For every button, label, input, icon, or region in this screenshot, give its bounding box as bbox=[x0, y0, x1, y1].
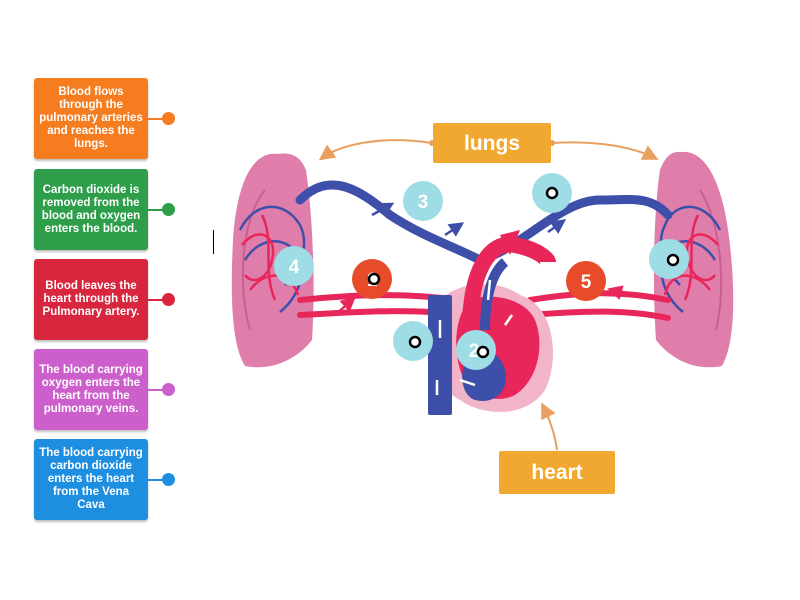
answer-card-3-text: Blood leaves the heart through the Pulmo… bbox=[42, 280, 140, 318]
drop-target-marker-1[interactable]: 1 bbox=[352, 259, 392, 299]
card-2-connector bbox=[148, 209, 168, 211]
answer-card-1[interactable]: Blood flows through the pulmonary arteri… bbox=[34, 78, 148, 159]
answer-card-3[interactable]: Blood leaves the heart through the Pulmo… bbox=[34, 259, 148, 340]
card-3-connector bbox=[148, 299, 168, 301]
lungs-label-text: lungs bbox=[464, 132, 520, 155]
answer-card-4[interactable]: The blood carrying oxygen enters the hea… bbox=[34, 349, 148, 430]
lungs-arrow-right bbox=[551, 141, 659, 160]
marker-3-number: 3 bbox=[418, 192, 429, 213]
answer-card-5-text: The blood carrying carbon dioxide enters… bbox=[39, 447, 143, 511]
answer-card-2-text: Carbon dioxide is removed from the blood… bbox=[41, 183, 141, 235]
card-5-handle-dot[interactable] bbox=[162, 473, 175, 486]
drop-target-top-right[interactable] bbox=[532, 173, 572, 213]
answer-card-1-text: Blood flows through the pulmonary arteri… bbox=[39, 86, 143, 150]
card-1-connector bbox=[148, 118, 168, 120]
heart-label-text: heart bbox=[531, 461, 582, 484]
marker-5-number: 5 bbox=[581, 272, 592, 293]
text-caret bbox=[213, 230, 214, 254]
marker-3: 3 bbox=[403, 181, 443, 221]
heart bbox=[428, 230, 556, 415]
flow-arrows bbox=[334, 202, 631, 395]
lungs-arrow-left bbox=[318, 139, 433, 161]
answer-card-4-text: The blood carrying oxygen enters the hea… bbox=[39, 363, 143, 415]
card-2-handle-dot[interactable] bbox=[162, 203, 175, 216]
card-1-handle-dot[interactable] bbox=[162, 112, 175, 125]
card-4-connector bbox=[148, 389, 168, 391]
answer-card-2[interactable]: Carbon dioxide is removed from the blood… bbox=[34, 169, 148, 250]
right-lung bbox=[653, 151, 734, 368]
drop-target-right-lung[interactable] bbox=[649, 239, 689, 279]
card-3-handle-dot[interactable] bbox=[162, 293, 175, 306]
marker-5: 5 bbox=[566, 261, 606, 301]
heart-arrow bbox=[541, 402, 558, 451]
vena-cava bbox=[428, 295, 452, 415]
card-5-connector bbox=[148, 479, 168, 481]
heart-label: heart bbox=[499, 451, 615, 494]
marker-2-number: 2 bbox=[469, 341, 480, 362]
drop-target-marker-2[interactable]: 2 bbox=[456, 330, 496, 370]
lungs-label: lungs bbox=[433, 123, 551, 163]
marker-4: 4 bbox=[274, 246, 314, 286]
card-4-handle-dot[interactable] bbox=[162, 383, 175, 396]
answer-card-5[interactable]: The blood carrying carbon dioxide enters… bbox=[34, 439, 148, 520]
marker-4-number: 4 bbox=[289, 257, 300, 278]
drop-target-vena-cava[interactable] bbox=[393, 321, 433, 361]
